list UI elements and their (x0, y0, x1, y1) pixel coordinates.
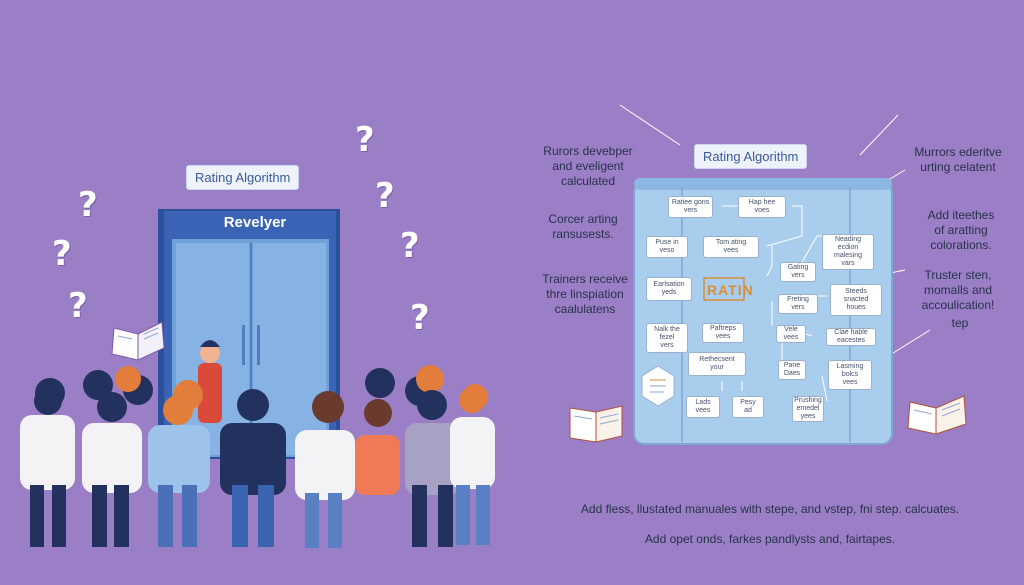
question-mark-icon: ? (410, 298, 430, 338)
flow-node: Lasming bolcs vees (828, 360, 872, 390)
question-mark-icon: ? (400, 226, 420, 266)
flow-node: Prushing emedel yees (792, 396, 824, 422)
flow-node: Ratiee gons vers (668, 196, 713, 218)
flow-node: Earlsation yeds (646, 277, 692, 301)
flow-node: Nalk the fezel vers (646, 323, 688, 353)
caption-1: Add fless, llustated manuales with stepe… (580, 502, 960, 516)
book-icon (111, 321, 165, 361)
flow-node: Lads vees (686, 396, 720, 418)
flow-node: Steeds snacted houes (830, 284, 882, 316)
flow-node: Gating vers (780, 262, 816, 282)
question-mark-icon: ? (68, 286, 88, 326)
door-cabinet (158, 209, 340, 459)
note-left-3: Trainers receive thre linspiation caalul… (542, 272, 628, 316)
flow-node: Pane Daes (778, 360, 806, 380)
flow-node: Neading ecdion malesing vars (822, 234, 874, 270)
note-left-2: Corcer arting ransusests. (548, 212, 618, 241)
book-icon (907, 395, 967, 435)
question-mark-icon: ? (52, 234, 72, 274)
flow-node: Freting vers (778, 294, 818, 314)
question-mark-icon: ? (355, 120, 375, 160)
note-left-1: Rurors devebper and eveligent calculated (543, 144, 633, 188)
note-right-3: Truster sten, momalls and accoulication! (921, 268, 995, 312)
board-center-word: RATIN (707, 282, 754, 298)
flow-node: Vele vees (776, 325, 806, 343)
right-title-badge: Rating Algorithm (694, 144, 808, 169)
crowd-illustration (20, 340, 495, 548)
note-right-1: Murrors ederitve urting celatent (914, 145, 1002, 174)
flow-node: Tom ating vees (703, 236, 759, 258)
question-mark-icon: ? (375, 176, 395, 216)
note-right-2: Add iteethes of aratting colorations. (927, 208, 995, 252)
caption-2: Add opet onds, farkes pandlysts and, fai… (644, 532, 896, 546)
note-right-4: tep (951, 316, 969, 330)
left-title-badge: Rating Algorithm (186, 165, 300, 190)
document-icon (641, 365, 675, 407)
flow-node: Paftreps vees (702, 323, 744, 343)
flow-node: Clae hable eacestes (826, 328, 876, 346)
flow-node: Puse in veso (646, 236, 688, 258)
flow-node: Rethecsent your (688, 352, 746, 376)
question-mark-icon: ? (78, 185, 98, 225)
flow-node: Pesy ad (732, 396, 764, 418)
door-sign: Revelyer (223, 214, 287, 231)
person-figure (198, 340, 222, 423)
flow-node: Hap hee voes (738, 196, 786, 218)
book-icon (569, 405, 623, 443)
